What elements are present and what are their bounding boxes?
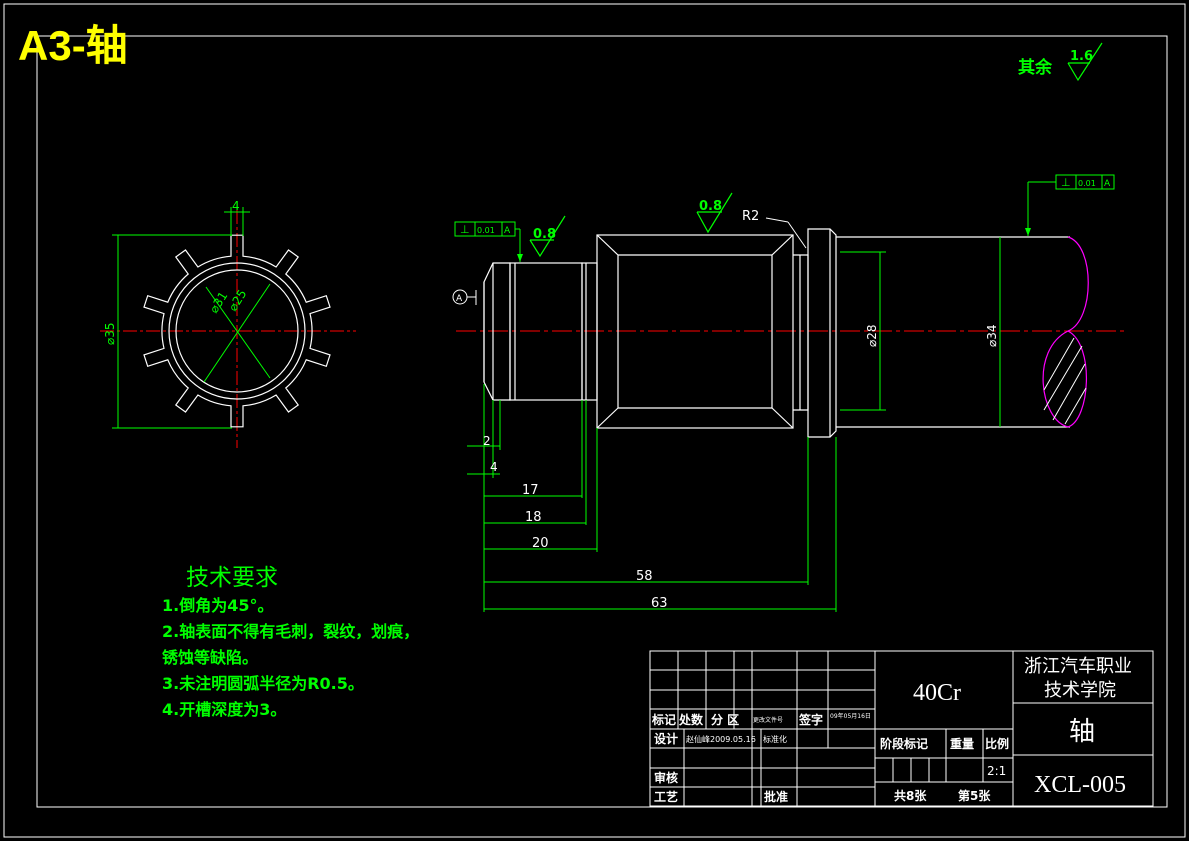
roughness-note-value: 1.6: [1070, 49, 1093, 64]
tb-docno: 更改文件号: [753, 716, 783, 724]
tb-approve-label: 批准: [764, 789, 788, 804]
dim-63-label: 63: [651, 596, 668, 611]
title-block: [649, 650, 1154, 807]
dia-34-label: ⌀34: [985, 325, 999, 348]
tb-review-label: 审核: [654, 770, 678, 785]
roughness-note-label: 其余: [1018, 57, 1053, 78]
shaft-dimensions: [467, 237, 1001, 612]
tb-sheets-total: 共8张: [894, 788, 927, 803]
dia-25-label: ⌀25: [226, 287, 250, 313]
technical-requirements: 技术要求 1.倒角为45°。 2.轴表面不得有毛刺，裂纹，划痕， 锈蚀等缺陷。 …: [162, 565, 419, 719]
tooth-width-label: 4: [232, 199, 240, 213]
roughness-note: 其余 1.6: [1018, 42, 1103, 82]
fillet-label: R2: [742, 209, 759, 224]
tb-sheet-no: 第5张: [958, 788, 991, 803]
school-line-1: 浙江汽车职业: [1024, 656, 1132, 677]
tolerance-frame-left: ⊥ 0.01 A: [454, 221, 523, 262]
tb-weight-label: 重量: [950, 736, 974, 751]
spline-section-view: ⌀31 ⌀25 4 ⌀35: [100, 199, 356, 448]
roughness-mark-right: 0.8: [696, 192, 733, 234]
tolerance-left-datum: A: [504, 226, 511, 236]
shaft-front-view: [456, 228, 1125, 438]
tech-req-item-4: 4.开槽深度为3。: [162, 700, 286, 719]
tech-req-title: 技术要求: [186, 565, 278, 591]
tb-design-value: 赵仙峰2009.05.16: [686, 734, 756, 744]
dia-28-label: ⌀28: [865, 325, 879, 348]
dim-58-label: 58: [636, 569, 653, 584]
tb-scale-label: 比例: [985, 736, 1009, 751]
tolerance-frame-right: ⊥ 0.01 A: [1025, 174, 1115, 236]
dim-17-label: 17: [522, 483, 539, 498]
tb-std-label: 标准化: [763, 734, 787, 744]
dim-4-label: 4: [490, 460, 498, 474]
school-line-2: 技术学院: [1044, 680, 1116, 701]
tolerance-right-datum: A: [1104, 179, 1111, 189]
tolerance-left-value: 0.01: [477, 226, 495, 235]
tech-req-item-2b: 锈蚀等缺陷。: [162, 648, 258, 667]
tech-req-item-2: 2.轴表面不得有毛刺，裂纹，划痕，: [162, 622, 419, 641]
tb-process-label: 工艺: [654, 789, 678, 804]
material-label: 40Cr: [913, 680, 961, 706]
tb-date: 09年05月16日: [830, 712, 871, 720]
tb-count: 处数: [678, 712, 704, 727]
inner-frame: [36, 35, 1168, 808]
dim-18-label: 18: [525, 510, 542, 525]
roughness-mark-left-value: 0.8: [533, 227, 556, 242]
tb-sign: 签字: [798, 712, 823, 727]
sheet-title: A3-轴: [18, 22, 128, 69]
roughness-mark-left: 0.8: [529, 215, 566, 258]
part-name: 轴: [1069, 717, 1095, 747]
tb-zone: 分 区: [711, 712, 739, 727]
tech-req-item-1: 1.倒角为45°。: [162, 596, 273, 615]
tolerance-right-value: 0.01: [1078, 179, 1096, 188]
tb-design-label: 设计: [654, 731, 678, 746]
tb-stage-label: 阶段标记: [880, 736, 928, 751]
tb-scale-value: 2:1: [987, 764, 1006, 778]
tb-mark: 标记: [651, 712, 676, 727]
tech-req-item-3: 3.未注明圆弧半径为R0.5。: [162, 674, 364, 693]
dim-2-label: 2: [483, 434, 491, 448]
outer-frame: [3, 3, 1186, 838]
dim-20-label: 20: [532, 536, 549, 551]
tolerance-left-symbol: ⊥: [460, 223, 470, 236]
datum-a-letter: A: [456, 294, 463, 304]
spline-outline: [143, 234, 331, 428]
tolerance-right-symbol: ⊥: [1061, 176, 1071, 189]
outer-dia-label: ⌀35: [103, 323, 117, 346]
drawing-number: XCL-005: [1034, 772, 1126, 798]
datum-a-symbol: A: [452, 289, 477, 305]
roughness-mark-right-value: 0.8: [699, 199, 722, 214]
